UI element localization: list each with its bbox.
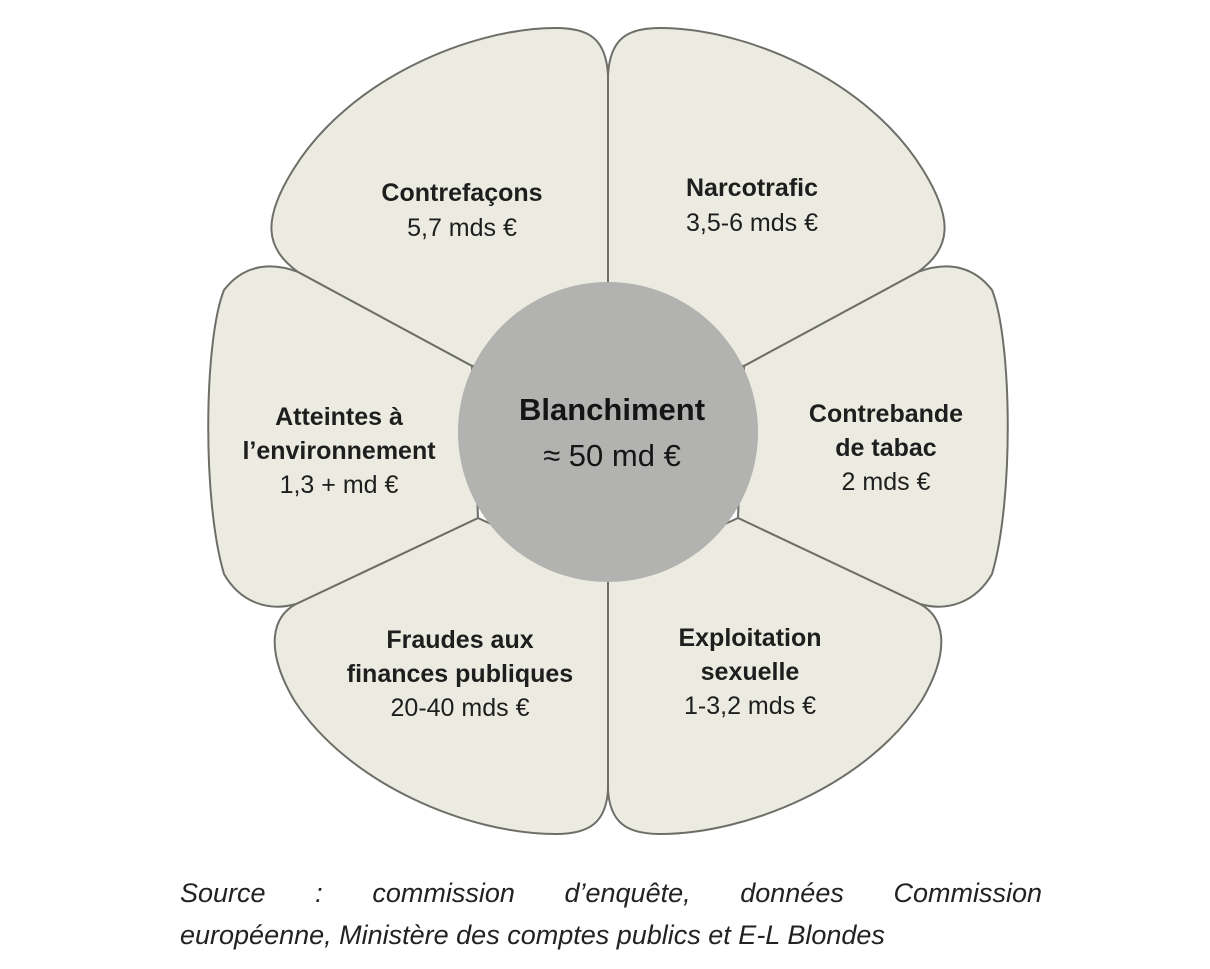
petal-label-tabac-line1: Contrebande [809, 400, 963, 428]
label-exploitation-sexuelle: Exploitation sexuelle 1-3,2 mds € [678, 624, 821, 720]
label-fraudes-finances: Fraudes aux finances publiques 20-40 mds… [347, 626, 573, 722]
source-line-1: Source : commission d’enquête, données C… [180, 878, 1042, 908]
petal-value-environnement: 1,3 + md € [280, 471, 399, 499]
petal-label-narcotrafic: Narcotrafic [686, 174, 818, 202]
label-contrefacons: Contrefaçons 5,7 mds € [381, 179, 542, 242]
petal-label-exploitation-line2: sexuelle [701, 658, 800, 686]
label-contrebande-tabac: Contrebande de tabac 2 mds € [809, 400, 963, 496]
petal-label-fraudes-line1: Fraudes aux [386, 626, 533, 654]
source-line-2: européenne, Ministère des comptes public… [180, 920, 885, 950]
petal-label-environnement-line1: Atteintes à [275, 403, 403, 431]
petal-value-exploitation: 1-3,2 mds € [684, 692, 816, 720]
source-caption: Source : commission d’enquête, données C… [180, 872, 1042, 956]
petal-label-environnement-line2: l’environnement [242, 437, 436, 465]
petal-fraudes-finances [273, 517, 609, 835]
center-title: Blanchiment [519, 392, 705, 427]
label-atteintes-environnement: Atteintes à l’environnement 1,3 + md € [242, 403, 436, 499]
petal-value-narcotrafic: 3,5-6 mds € [686, 209, 818, 237]
petal-label-exploitation-line1: Exploitation [678, 624, 821, 652]
petal-value-tabac: 2 mds € [842, 468, 931, 496]
petal-contrefacons [270, 27, 609, 367]
petal-label-contrefacons: Contrefaçons [381, 179, 542, 207]
petal-exploitation-sexuelle [607, 517, 943, 835]
petal-contrebande-tabac [737, 265, 1009, 608]
petals-group [207, 27, 1009, 835]
label-narcotrafic: Narcotrafic 3,5-6 mds € [686, 174, 818, 237]
petal-label-tabac-line2: de tabac [835, 434, 937, 462]
petal-label-fraudes-line2: finances publiques [347, 660, 573, 688]
petal-value-fraudes: 20-40 mds € [391, 694, 530, 722]
center-value: ≈ 50 md € [543, 438, 681, 473]
center-hub [458, 282, 758, 582]
petal-atteintes-environnement [207, 265, 479, 608]
petal-value-contrefacons: 5,7 mds € [407, 214, 517, 242]
petal-narcotrafic [607, 27, 946, 367]
